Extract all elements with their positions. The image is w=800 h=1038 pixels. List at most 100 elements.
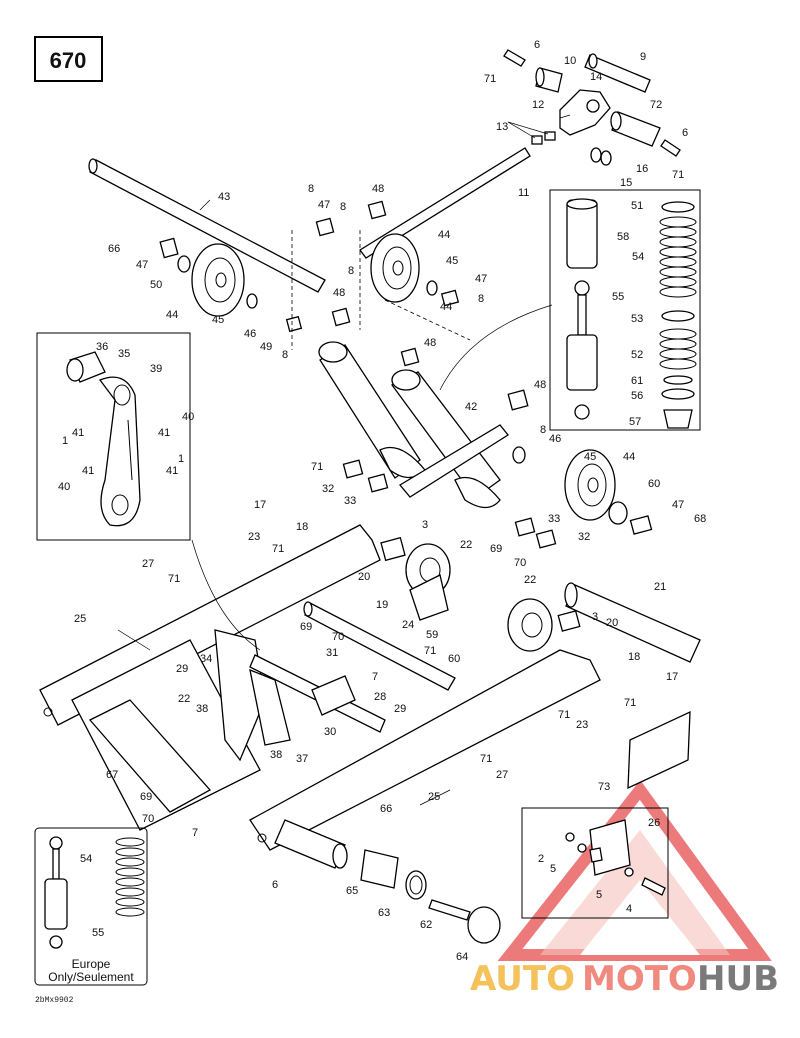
part-label-49: 49: [260, 341, 272, 353]
part-label-40: 40: [182, 411, 194, 423]
part-label-14: 14: [590, 71, 602, 83]
part-label-35: 35: [118, 348, 130, 360]
part-label-47: 47: [136, 259, 148, 271]
part-label-63: 63: [378, 907, 390, 919]
part-label-41: 41: [158, 427, 170, 439]
part-label-45: 45: [446, 255, 458, 267]
part-label-6: 6: [682, 127, 688, 139]
watermark-logo: [497, 780, 772, 961]
idler-wheels: [191, 233, 616, 521]
part-label-71: 71: [624, 697, 636, 709]
part-label-53: 53: [631, 313, 643, 325]
part-label-38: 38: [196, 703, 208, 715]
spring-52: [659, 328, 697, 370]
part-label-61: 61: [631, 375, 643, 387]
part-label-3: 3: [592, 611, 598, 623]
part-label-70: 70: [332, 631, 344, 643]
part-label-44: 44: [438, 229, 450, 241]
part-label-5: 5: [550, 863, 556, 875]
part-label-64: 64: [456, 951, 468, 963]
part-label-69: 69: [140, 791, 152, 803]
shock-inset: [549, 189, 701, 431]
part-label-16: 16: [636, 163, 648, 175]
part-label-51: 51: [631, 200, 643, 212]
page-number: 670: [50, 48, 87, 73]
europe-caption-line2: Only/Seulement: [48, 970, 134, 984]
part-label-11: 11: [518, 187, 529, 199]
part-label-39: 39: [150, 363, 162, 375]
part-label-48: 48: [534, 379, 546, 391]
part-label-18: 18: [628, 651, 640, 663]
watermark-hub: HUB: [697, 959, 779, 999]
part-label-1: 1: [62, 435, 68, 447]
part-label-69: 69: [300, 621, 312, 633]
part-label-44: 44: [440, 301, 452, 313]
part-label-58: 58: [617, 231, 629, 243]
cross-bar-42: [399, 424, 509, 498]
part-label-8: 8: [282, 349, 288, 361]
link-inset: [36, 332, 191, 541]
part-label-47: 47: [672, 499, 684, 511]
suspension-frame: [39, 524, 701, 944]
part-label-41: 41: [82, 465, 94, 477]
part-label-1: 1: [178, 453, 184, 465]
part-label-38: 38: [270, 749, 282, 761]
part-label-68: 68: [694, 513, 706, 525]
part-label-47: 47: [318, 199, 330, 211]
part-label-8: 8: [308, 183, 314, 195]
part-label-6: 6: [272, 879, 278, 891]
part-label-71: 71: [558, 709, 570, 721]
part-label-65: 65: [346, 885, 358, 897]
bushings: [159, 200, 653, 632]
part-label-17: 17: [254, 499, 266, 511]
part-label-60: 60: [448, 653, 460, 665]
part-label-52: 52: [631, 349, 643, 361]
europe-inset: Europe Only/Seulement: [34, 827, 148, 986]
part-label-27: 27: [496, 769, 508, 781]
part-label-22: 22: [460, 539, 472, 551]
part-label-37: 37: [296, 753, 308, 765]
part-label-60: 60: [648, 478, 660, 490]
part-label-17: 17: [666, 671, 678, 683]
part-label-70: 70: [514, 557, 526, 569]
part-label-20: 20: [606, 617, 618, 629]
part-label-40: 40: [58, 481, 70, 493]
part-label-22: 22: [524, 574, 536, 586]
part-label-71: 71: [480, 753, 492, 765]
part-label-8: 8: [340, 201, 346, 213]
part-label-42: 42: [465, 401, 477, 413]
part-label-69: 69: [490, 543, 502, 555]
part-label-13: 13: [496, 121, 508, 133]
part-label-9: 9: [640, 51, 646, 63]
center-linkage: [214, 629, 386, 762]
part-label-27: 27: [142, 558, 154, 570]
part-label-71: 71: [484, 73, 496, 85]
part-label-33: 33: [344, 495, 356, 507]
part-label-46: 46: [549, 433, 561, 445]
part-label-28: 28: [374, 691, 386, 703]
part-label-34: 34: [200, 653, 212, 665]
part-label-5: 5: [596, 889, 602, 901]
part-label-71: 71: [168, 573, 180, 585]
bumper-inset: [521, 807, 669, 919]
part-label-29: 29: [176, 663, 188, 675]
part-label-10: 10: [564, 55, 576, 67]
part-label-71: 71: [672, 169, 684, 181]
part-label-32: 32: [578, 531, 590, 543]
part-label-71: 71: [272, 543, 284, 555]
part-label-21: 21: [654, 581, 666, 593]
part-label-8: 8: [540, 424, 546, 436]
part-label-15: 15: [620, 177, 632, 189]
part-label-48: 48: [333, 287, 345, 299]
part-label-54: 54: [80, 853, 92, 865]
part-label-6: 6: [534, 39, 540, 51]
watermark-moto: MOTO: [582, 959, 697, 999]
part-label-44: 44: [623, 451, 635, 463]
watermark-auto: AUTO: [470, 959, 575, 999]
part-label-57: 57: [629, 416, 641, 428]
part-label-30: 30: [324, 726, 336, 738]
part-label-66: 66: [380, 803, 392, 815]
leader-lines: [117, 114, 571, 806]
